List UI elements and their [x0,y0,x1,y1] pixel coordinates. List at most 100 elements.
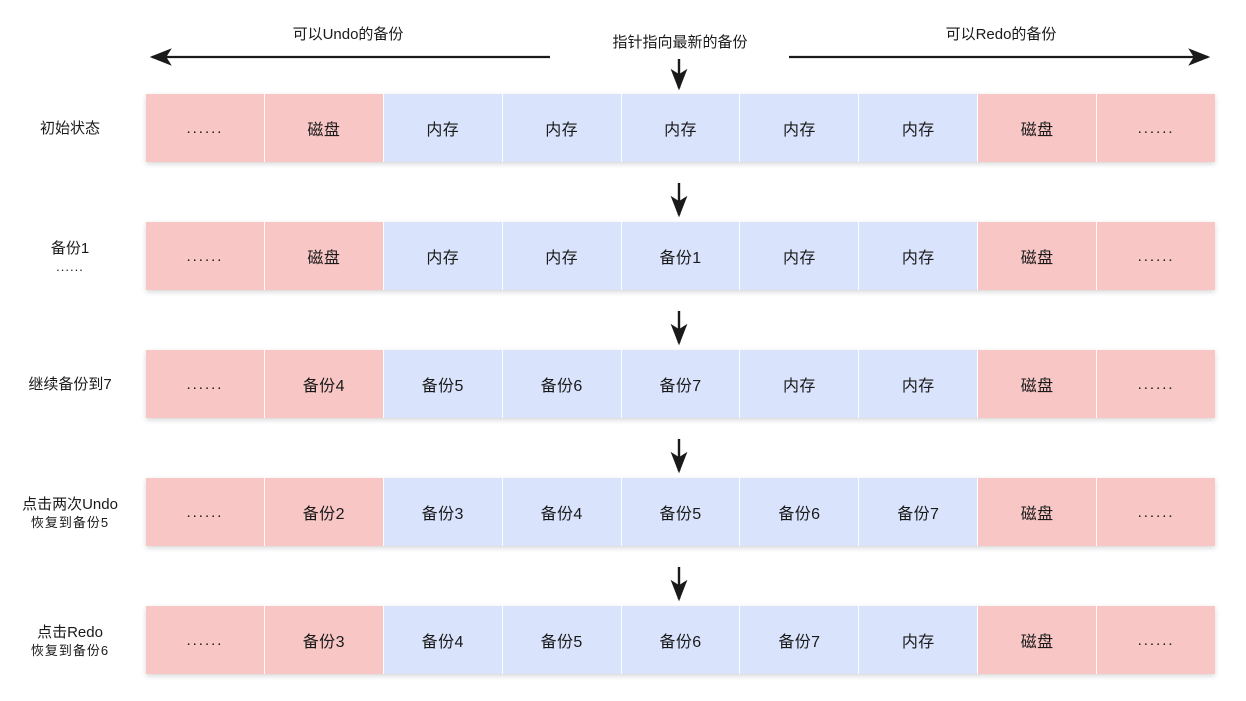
backup-slot-label: ...... [1137,631,1175,649]
backup-slot-cell[interactable]: 备份3 [264,606,384,674]
pointer-annotation-label: 指针指向最新的备份 [612,34,748,51]
row-label-sub: 恢复到备份6 [30,642,110,658]
backup-slot-cell[interactable]: 备份7 [740,606,860,674]
backup-slot-label: 内存 [426,122,460,139]
top-annotation-band: 可以Undo的备份 指针指向最新的备份 可以Redo的备份 [0,0,1246,92]
backup-slot-cell[interactable]: 内存 [740,94,860,162]
backup-slot-cell[interactable]: 磁盘 [264,222,384,290]
backup-slot-label: 磁盘 [1020,634,1054,651]
backup-slot-cell[interactable]: ...... [1097,94,1216,162]
backup-slot-cell[interactable]: ...... [1097,222,1216,290]
row-label-main: 初始状态 [39,119,100,137]
backup-slot-bar: ......磁盘内存内存内存内存内存磁盘...... [146,94,1216,162]
backup-slot-label: 内存 [901,634,935,651]
backup-slot-label: 磁盘 [1020,378,1054,395]
backup-slot-cell[interactable]: 备份7 [621,350,741,418]
backup-slot-cell[interactable]: 备份5 [621,478,741,546]
backup-slot-label: 备份4 [421,634,464,651]
undo-range-label: 可以Undo的备份 [292,26,404,43]
backup-slot-cell[interactable]: 备份6 [502,350,622,418]
backup-slot-label: 内存 [545,122,579,139]
backup-slot-bar: ...... 磁盘 内存 内存 备份1 内存 内存 磁盘...... [146,222,1216,290]
backup-slot-label: 磁盘 [1020,250,1054,267]
backup-slot-cell[interactable]: 内存 [502,94,622,162]
backup-slot-label: 备份6 [778,506,821,523]
state-row: 备份1............ 磁盘 内存 内存 备份1 内存 内存 磁盘...... [0,222,1246,290]
backup-slot-cell[interactable]: ...... [146,606,265,674]
backup-slot-label: ...... [1137,119,1175,137]
backup-slot-label: ...... [1137,375,1175,393]
row-label: 初始状态 [0,94,140,162]
backup-slot-label: 备份5 [659,506,702,523]
backup-slot-cell[interactable]: ...... [146,222,265,290]
backup-slot-cell[interactable]: 内存 [740,350,860,418]
backup-slot-cell[interactable]: 内存 [859,350,979,418]
backup-slot-cell[interactable]: 备份6 [740,478,860,546]
backup-slot-cell[interactable]: ...... [146,94,265,162]
backup-slot-label: 内存 [782,122,816,139]
backup-slot-cell[interactable]: 备份4 [264,350,384,418]
backup-slot-label: 磁盘 [1020,506,1054,523]
backup-slot-cell[interactable]: 内存 [740,222,860,290]
row-label: 继续备份到7 [0,350,140,418]
backup-slot-label: 备份6 [659,634,702,651]
backup-slot-label: 备份3 [421,506,464,523]
backup-slot-label: 备份4 [540,506,583,523]
backup-slot-label: 内存 [782,378,816,395]
backup-slot-cell[interactable]: 备份4 [502,478,622,546]
backup-slot-label: ...... [186,119,224,137]
backup-slot-cell[interactable]: 磁盘 [978,606,1098,674]
backup-slot-cell[interactable]: 磁盘 [978,478,1098,546]
backup-slot-cell[interactable]: 内存 [383,94,503,162]
backup-slot-label: ...... [186,247,224,265]
backup-slot-cell[interactable]: 备份6 [621,606,741,674]
redo-range-label: 可以Redo的备份 [945,26,1057,43]
backup-slot-cell[interactable]: 磁盘 [978,222,1098,290]
backup-slot-bar: ...... 备份2 备份3 备份4 备份5 备份6 备份7 磁盘...... [146,478,1216,546]
backup-slot-cell[interactable]: ...... [1097,606,1216,674]
backup-slot-label: 备份7 [659,378,702,395]
backup-slot-cell[interactable]: 备份2 [264,478,384,546]
backup-slot-label: 内存 [545,250,579,267]
backup-slot-cell[interactable]: 内存 [502,222,622,290]
backup-slot-cell[interactable]: 磁盘 [978,350,1098,418]
backup-slot-label: 备份7 [778,634,821,651]
backup-slot-cell[interactable]: ...... [146,478,265,546]
backup-slot-cell[interactable]: ...... [1097,478,1216,546]
backup-slot-cell[interactable]: 内存 [383,222,503,290]
backup-slot-cell[interactable]: 备份7 [859,478,979,546]
state-row: 初始状态......磁盘内存内存内存内存内存磁盘...... [0,94,1246,162]
backup-slot-cell[interactable]: 备份5 [383,350,503,418]
backup-slot-label: 内存 [782,250,816,267]
backup-slot-label: ...... [1137,503,1175,521]
backup-slot-cell[interactable]: ...... [146,350,265,418]
row-label-sub: 恢复到备份5 [30,514,110,530]
backup-slot-cell[interactable]: 内存 [621,94,741,162]
backup-slot-cell[interactable]: ...... [1097,350,1216,418]
backup-slot-label: 内存 [901,378,935,395]
backup-slot-cell[interactable]: 备份3 [383,478,503,546]
backup-slot-label: 备份7 [897,506,940,523]
backup-slot-label: 备份4 [302,378,345,395]
backup-slot-cell[interactable]: 备份4 [383,606,503,674]
backup-slot-cell[interactable]: 备份5 [502,606,622,674]
backup-slot-cell[interactable]: 内存 [859,222,979,290]
backup-slot-cell[interactable]: 磁盘 [264,94,384,162]
backup-slot-label: 内存 [664,122,697,139]
backup-slot-cell[interactable]: 内存 [859,606,979,674]
backup-slot-cell[interactable]: 备份1 [621,222,741,290]
backup-slot-label: 内存 [901,250,935,267]
backup-slot-label: 磁盘 [307,250,341,267]
row-label-main: 继续备份到7 [28,375,112,393]
backup-slot-label: 磁盘 [307,122,341,139]
backup-slot-cell[interactable]: 磁盘 [978,94,1098,162]
backup-slot-cell[interactable]: 内存 [859,94,979,162]
backup-slot-label: 备份2 [302,506,345,523]
